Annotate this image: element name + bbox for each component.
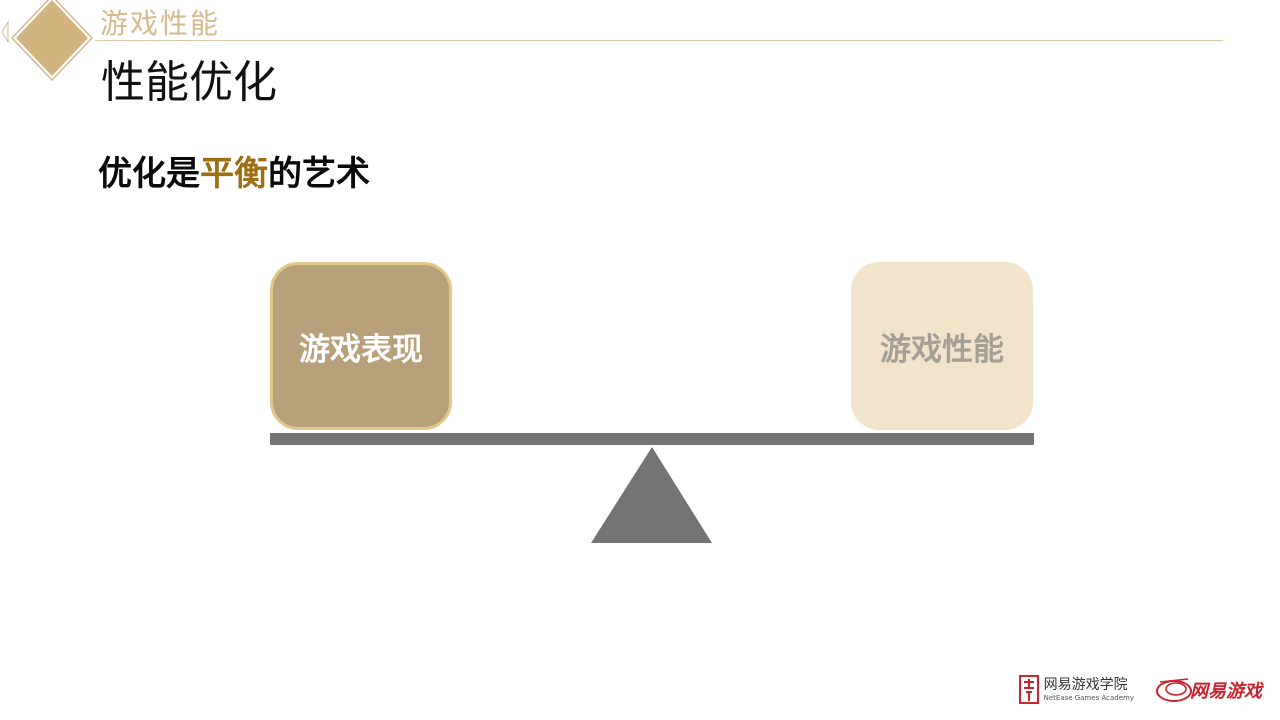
netease-games-swirl-icon [1156,678,1192,702]
heading-suffix: 的艺术 [268,154,370,194]
balance-right-box: 游戏性能 [851,262,1033,430]
slide-heading: 优化是平衡的艺术 [98,146,370,195]
academy-english-name: NetEase Games Academy [1043,694,1134,702]
netease-games-name: 网易游戏 [1190,681,1262,702]
balance-left-label: 游戏表现 [299,331,423,368]
footer-logos: 网易游戏学院 NetEase Games Academy 网易游戏 [1018,672,1262,708]
academy-seal-icon [1018,675,1039,704]
heading-highlight: 平衡 [200,154,268,194]
section-title: 游戏性能 [100,7,221,40]
header-diamond-decoration [0,0,100,100]
balance-beam [270,433,1034,445]
balance-right-label: 游戏性能 [880,331,1004,368]
balance-left-box: 游戏表现 [270,262,452,430]
heading-prefix: 优化是 [98,154,200,194]
header-divider [95,40,1223,41]
page-title: 性能优化 [101,57,277,108]
balance-fulcrum [590,446,714,544]
academy-name: 网易游戏学院 [1043,677,1128,693]
